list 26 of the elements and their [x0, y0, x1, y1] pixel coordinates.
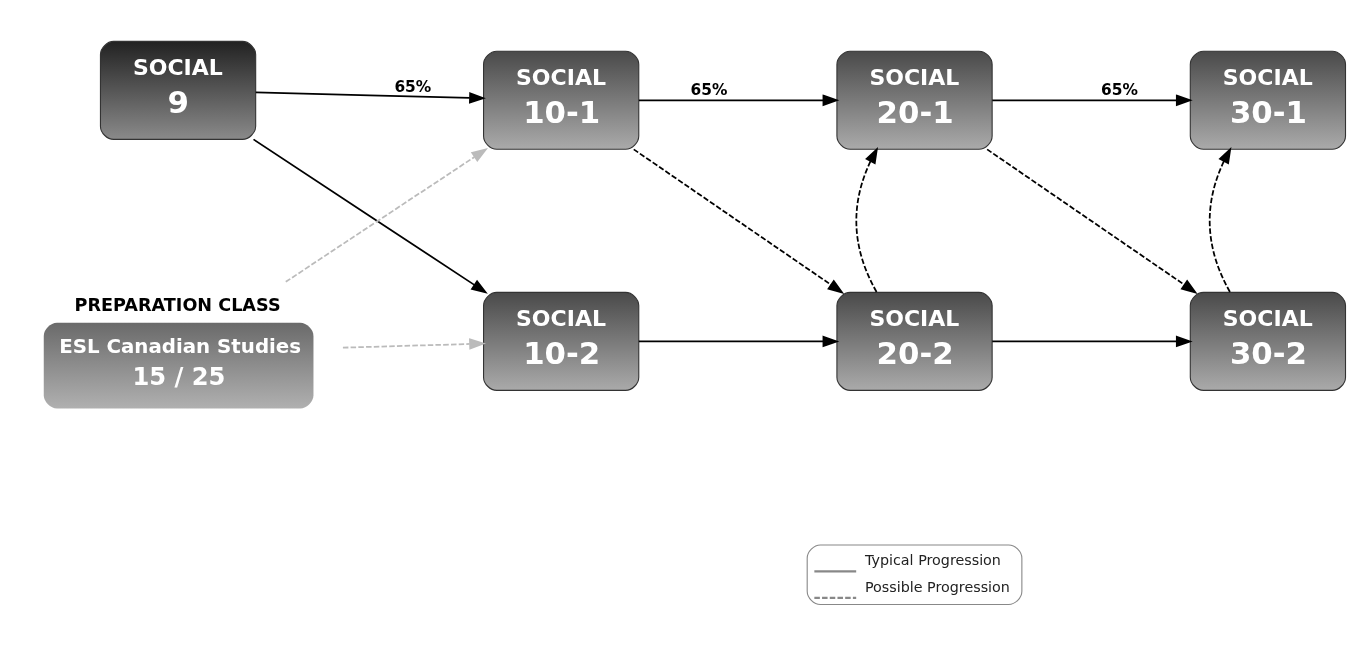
arrow: [991, 335, 1193, 348]
arrow: [254, 91, 486, 104]
arrow: [986, 148, 1198, 294]
edge-label: 65%: [1101, 81, 1139, 100]
node-box: SOCIAL 10-2: [483, 291, 640, 391]
arrow: [855, 146, 879, 293]
edge-label: 65%: [690, 81, 728, 100]
arrow: [284, 148, 488, 283]
node-box: SOCIAL 9: [99, 40, 257, 140]
arrow: [632, 148, 845, 294]
arrow: [342, 338, 486, 350]
arrow: [638, 335, 840, 348]
node-box: SOCIAL 30-1: [1189, 50, 1347, 150]
node-box: SOCIAL 20-2: [836, 291, 993, 391]
edge-label: 65%: [394, 77, 432, 96]
node-label: PREPARATION CLASS: [74, 295, 281, 316]
node-box: ESL Canadian Studies 15 / 25: [43, 322, 314, 409]
legend-label: Possible Progression: [864, 578, 1010, 595]
legend-label: Typical Progression: [864, 552, 1001, 569]
node-box: SOCIAL 30-2: [1189, 291, 1347, 391]
arrow: [638, 94, 840, 107]
node-box: SOCIAL 10-1: [483, 50, 640, 150]
arrow: [1208, 146, 1232, 293]
node-box: SOCIAL 20-1: [836, 50, 993, 150]
arrow: [252, 138, 488, 294]
arrow: [991, 94, 1193, 107]
